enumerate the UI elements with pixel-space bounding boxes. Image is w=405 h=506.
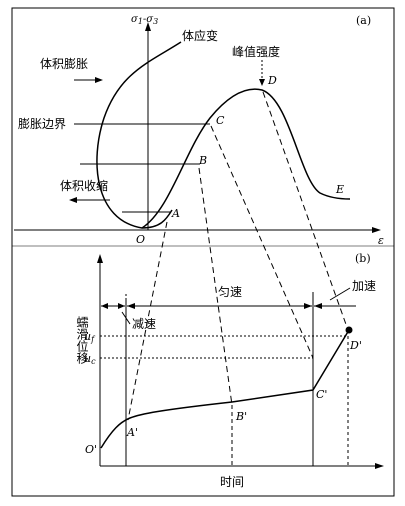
creep-curve (100, 329, 350, 449)
point-b-prime: B' (235, 410, 247, 423)
stress-strain-curve (141, 88, 351, 229)
label-peak-strength: 峰值强度 (232, 44, 280, 59)
panel-a-y-label: σ1-σ3 (131, 14, 158, 26)
point-e: E (335, 183, 344, 196)
accel-leader (329, 287, 351, 301)
projection-a (127, 221, 168, 421)
tick-uf: uf (84, 330, 96, 344)
label-dilatancy: 体积膨胀 (40, 57, 88, 71)
label-accelerating: 加速 (352, 279, 376, 293)
dilatancy-arrow-head (95, 77, 103, 83)
failure-point (345, 326, 353, 334)
panel-b-y-axis-arrow (97, 254, 103, 263)
compaction-arrow-head (69, 197, 77, 203)
label-volumetric-strain: 体应变 (182, 28, 218, 43)
label-dilatancy-boundary: 膨胀边界 (18, 117, 66, 131)
point-b: B (198, 154, 207, 167)
panel-b-tag: (b) (355, 252, 371, 265)
volumetric-strain-curve (96, 41, 182, 229)
point-a: A (171, 207, 180, 220)
point-d-prime: D' (349, 339, 362, 352)
point-a-prime: A' (126, 426, 138, 439)
label-decelerating: 减速 (132, 317, 156, 331)
uniform-arrow-left (127, 303, 135, 309)
panel-b-x-axis-arrow (375, 463, 384, 469)
label-compaction: 体积收缩 (60, 178, 108, 193)
point-o: O (136, 233, 145, 246)
projection-c (210, 125, 314, 359)
panel-a-x-label: ε (378, 234, 384, 247)
panel-a-x-axis-arrow (372, 227, 381, 233)
point-o-prime: O' (85, 443, 97, 456)
projection-d (262, 91, 349, 331)
panel-b-y-label: 蠕滑位移 (75, 316, 89, 365)
point-c: C (216, 114, 225, 127)
peak-arrow-head (259, 79, 265, 86)
panel-a-y-axis-arrow (145, 22, 151, 31)
panel-b-x-label: 时间 (220, 475, 244, 489)
decel-arrow-left (101, 303, 108, 309)
uniform-arrow-right (304, 303, 312, 309)
accel-arrow-left (314, 303, 322, 309)
label-uniform: 匀速 (218, 285, 242, 299)
tick-uc: uc (84, 352, 96, 366)
decel-leader (121, 311, 131, 325)
point-d: D (267, 74, 277, 87)
outer-frame (11, 7, 395, 497)
point-c-prime: C' (316, 388, 327, 401)
panel-a-tag: (a) (356, 14, 371, 27)
decel-arrow-right (118, 303, 125, 309)
